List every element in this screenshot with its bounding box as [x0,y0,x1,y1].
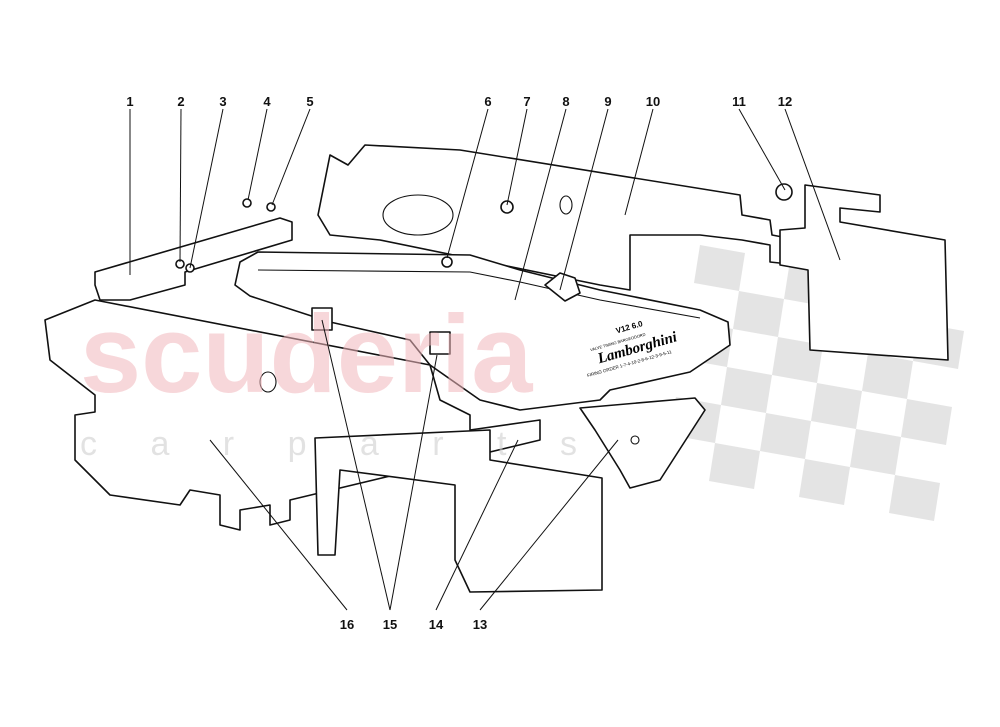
checker-square [760,413,811,459]
callout-label-3: 3 [219,94,226,109]
part-13-bracket [579,397,706,489]
leader-line-2 [179,108,182,263]
checker-square [889,475,940,521]
leader-line-10 [624,108,654,216]
callout-label-14: 14 [429,617,444,632]
part-15-clip [311,307,333,331]
hole [559,195,573,215]
leader-line-3 [189,108,224,269]
callout-label-6: 6 [484,94,491,109]
part-15-clip [429,331,451,355]
checker-square [901,399,952,445]
part-12-side-panel [779,184,949,361]
leader-line-16 [209,439,348,611]
scuderia-watermark: scuderia [80,293,533,416]
callout-label-16: 16 [340,617,354,632]
leader-line-7 [506,108,528,206]
leader-line-13 [479,439,619,611]
callout-label-4: 4 [263,94,271,109]
callout-label-10: 10 [646,94,660,109]
part-7-grommet [500,200,514,214]
callout-label-2: 2 [177,94,184,109]
checker-square [709,443,760,489]
callout-label-13: 13 [473,617,487,632]
car-parts-watermark: c a r p a r t s [80,425,599,463]
checker-square [799,459,850,505]
checker-square [721,367,772,413]
leader-line-15 [321,319,391,611]
hole [259,371,277,393]
callout-label-9: 9 [604,94,611,109]
part-4-screw [242,198,252,208]
leader-line-14 [435,439,519,611]
leader-line-5 [271,108,311,206]
leader-line-8 [514,108,567,301]
leader-lines [129,108,841,611]
part-16-front-panel [44,299,541,531]
part-9-fitting [544,272,581,302]
part-11-grommet [775,183,793,201]
part-5-screw [266,202,276,212]
leader-line-9 [559,108,609,291]
dome-bulge [382,194,454,236]
leader-line-15 [389,354,438,611]
callout-label-1: 1 [126,94,133,109]
checker-square [694,245,745,291]
checker-square [733,291,784,337]
leader-line-6 [446,108,489,259]
leader-line-12 [784,108,841,261]
part-1-left-rail [94,217,293,301]
checker-square [811,383,862,429]
callout-label-5: 5 [306,94,313,109]
callout-label-15: 15 [383,617,397,632]
callout-label-12: 12 [778,94,792,109]
checker-square [862,353,913,399]
callout-label-8: 8 [562,94,569,109]
checker-square [850,429,901,475]
callout-label-7: 7 [523,94,530,109]
callout-label-11: 11 [732,94,746,109]
part-6-clip [441,256,453,268]
leader-line-11 [738,108,786,191]
leader-line-4 [247,108,268,201]
part-14-lower-panel [314,429,603,593]
